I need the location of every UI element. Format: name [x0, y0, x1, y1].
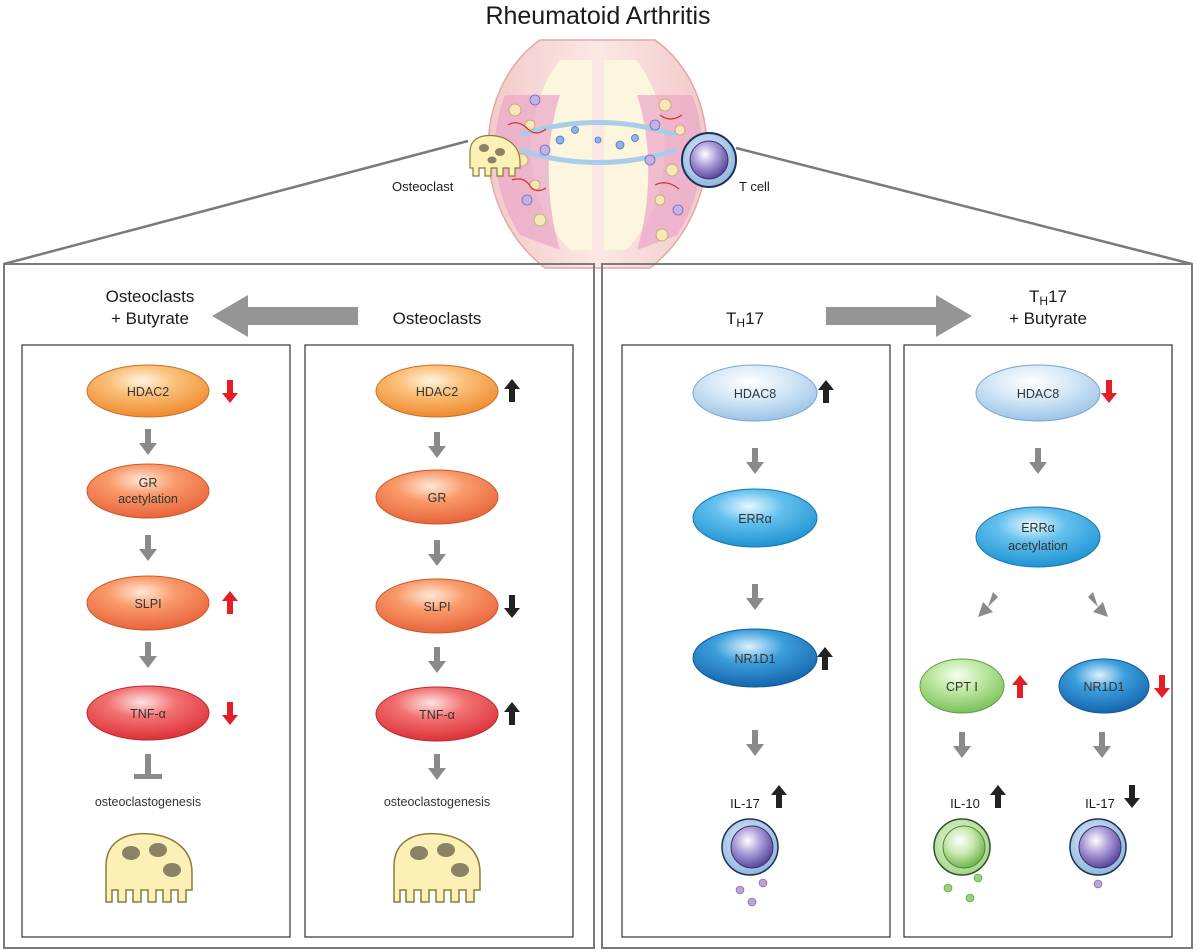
node-erra-acetylation-butyrate: ERRα acetylation: [975, 506, 1101, 568]
outcome-osteoclastogenesis-control: osteoclastogenesis: [384, 795, 490, 809]
osteoclast-icon: [469, 134, 521, 177]
node-hdac8-control: HDAC8: [692, 364, 818, 422]
roof-line-right: [735, 146, 1193, 266]
node-erra-control: ERRα: [692, 488, 818, 548]
gray-arrow-b3: [1093, 732, 1111, 758]
node-nr1d1-control: NR1D1: [692, 628, 818, 688]
gray-arrow-b-diag-right: [1088, 592, 1108, 617]
red-down-arrow-hdac2: [222, 380, 238, 403]
svg-text:ERRα: ERRα: [738, 512, 772, 526]
cytokine-il10-butyrate: IL-10: [950, 796, 980, 811]
node-slpi-control: SLPI: [375, 578, 499, 634]
gray-arrow-b1: [1029, 448, 1047, 474]
osteoclast-label: Osteoclast: [392, 179, 454, 194]
right-butyrate-header-line1: TH17: [1029, 287, 1067, 308]
right-control-header: TH17: [726, 309, 764, 330]
svg-text:HDAC2: HDAC2: [416, 385, 458, 399]
osteoclast-cell-control: [393, 832, 481, 903]
node-cpt1-butyrate: CPT Ⅰ: [919, 658, 1005, 714]
th17-cell-butyrate: [1069, 818, 1127, 889]
gray-arrow-t3: [746, 730, 764, 756]
left-big-arrow: [212, 295, 358, 337]
osteoclast-cell-butyrate: [105, 832, 193, 903]
red-down-arrow-tnf: [222, 702, 238, 725]
gray-arrow-c3: [428, 647, 446, 673]
svg-text:NR1D1: NR1D1: [1084, 680, 1125, 694]
svg-text:HDAC8: HDAC8: [1017, 387, 1059, 401]
red-up-arrow-slpi: [222, 591, 238, 614]
black-up-arrow-nr1d1: [817, 647, 833, 670]
node-gr-acetylation-butyrate: GR acetylation: [86, 463, 210, 519]
node-gr-control: GR: [375, 469, 499, 525]
svg-text:TNF-α: TNF-α: [419, 708, 455, 722]
node-hdac2-butyrate: HDAC2: [86, 364, 210, 418]
t-cell-icon: [681, 132, 737, 188]
th17-cell-control: [721, 818, 779, 907]
right-butyrate-header-line2: + Butyrate: [1009, 309, 1087, 328]
node-tnf-control: TNF-α: [375, 686, 499, 742]
gray-arrow-l3: [139, 642, 157, 668]
gray-arrow-l2: [139, 535, 157, 561]
right-control-column: [621, 344, 891, 938]
gray-arrow-c1: [428, 432, 446, 458]
svg-text:NR1D1: NR1D1: [735, 652, 776, 666]
cytokine-il17-butyrate: IL-17: [1085, 796, 1115, 811]
t-cell-label: T cell: [739, 179, 770, 194]
joint-illustration: [487, 39, 708, 269]
left-butyrate-header-line1: Osteoclasts: [106, 287, 195, 306]
cytokine-il17-control: IL-17: [730, 796, 760, 811]
node-hdac8-butyrate: HDAC8: [975, 364, 1101, 422]
svg-text:TNF-α: TNF-α: [130, 707, 166, 721]
svg-text:CPT Ⅰ: CPT Ⅰ: [946, 680, 978, 694]
black-up-arrow-hdac2: [504, 379, 520, 402]
left-control-column: [304, 344, 574, 938]
svg-text:GR: GR: [428, 491, 447, 505]
gray-arrow-t1: [746, 448, 764, 474]
red-down-arrow-nr1d1: [1154, 675, 1170, 698]
svg-text:SLPI: SLPI: [423, 600, 450, 614]
left-butyrate-column: [21, 344, 291, 938]
left-control-header: Osteoclasts: [393, 309, 482, 328]
svg-text:HDAC8: HDAC8: [734, 387, 776, 401]
gray-arrow-b2: [953, 732, 971, 758]
black-down-arrow-slpi: [504, 595, 520, 618]
black-up-arrow-tnf: [504, 702, 520, 725]
svg-text:SLPI: SLPI: [134, 597, 161, 611]
treg-cell-butyrate: [933, 818, 991, 903]
left-panel: [3, 263, 595, 949]
svg-text:acetylation: acetylation: [118, 492, 178, 506]
right-big-arrow: [826, 295, 972, 337]
svg-text:acetylation: acetylation: [1008, 539, 1068, 553]
gray-arrow-b-diag-left: [978, 592, 998, 617]
node-nr1d1-butyrate: NR1D1: [1058, 658, 1150, 714]
right-panel: [601, 263, 1193, 949]
right-butyrate-column: [903, 344, 1173, 938]
gray-arrow-c2: [428, 540, 446, 566]
inhibition-symbol: [134, 754, 162, 779]
outcome-osteoclastogenesis-butyrate: osteoclastogenesis: [95, 795, 201, 809]
black-down-arrow-il17: [1124, 785, 1140, 808]
svg-text:ERRα: ERRα: [1021, 521, 1055, 535]
red-up-arrow-cpt1: [1012, 675, 1028, 698]
svg-text:GR: GR: [139, 476, 158, 490]
diagram-title: Rheumatoid Arthritis: [485, 2, 710, 30]
node-slpi-butyrate: SLPI: [86, 575, 210, 631]
gray-arrow-t2: [746, 584, 764, 610]
node-tnf-butyrate: TNF-α: [86, 685, 210, 741]
black-up-arrow-il17: [771, 785, 787, 808]
black-up-arrow-hdac8: [818, 380, 834, 403]
gray-arrow-c4: [428, 754, 446, 780]
black-up-arrow-il10: [990, 785, 1006, 808]
gray-arrow-l1: [139, 429, 157, 455]
red-down-arrow-hdac8: [1101, 380, 1117, 403]
svg-text:HDAC2: HDAC2: [127, 385, 169, 399]
roof-line-left: [3, 139, 469, 266]
node-hdac2-control: HDAC2: [375, 364, 499, 418]
left-butyrate-header-line2: + Butyrate: [111, 309, 189, 328]
